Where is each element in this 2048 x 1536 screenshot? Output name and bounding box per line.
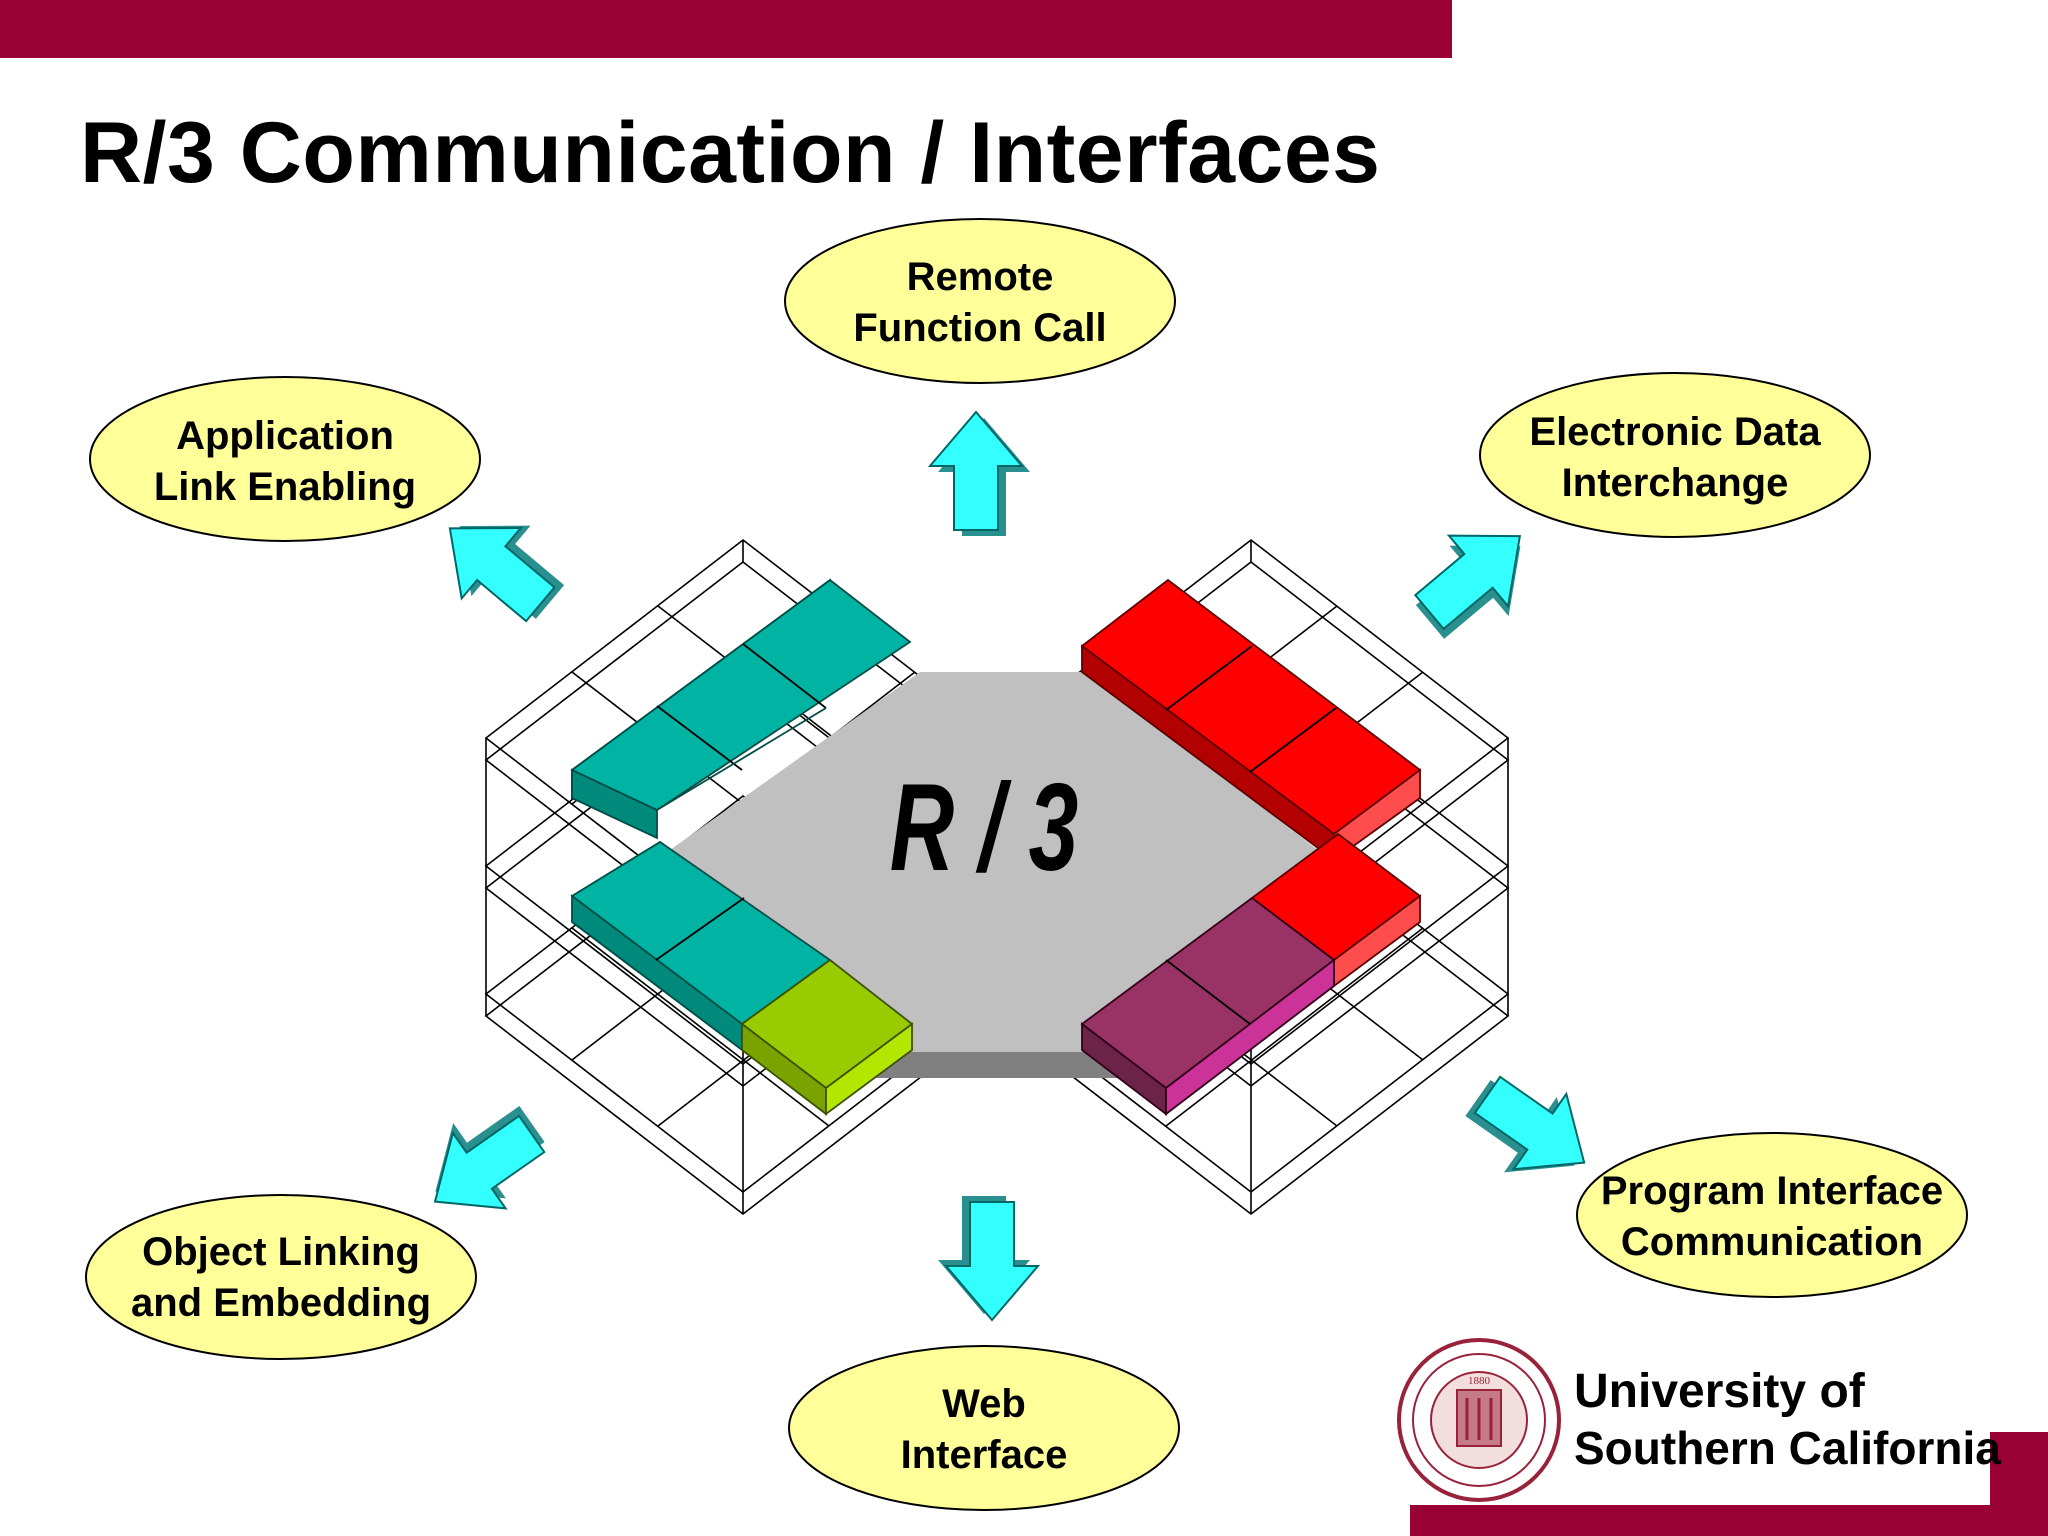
ellipse-rfc — [784, 218, 1176, 384]
usc-seal-icon: 1880 — [1397, 1338, 1561, 1502]
arrow-up-right-icon — [1394, 499, 1556, 659]
top-brand-bar — [0, 0, 1452, 58]
ellipse-web — [788, 1345, 1180, 1511]
ellipse-ole — [85, 1194, 477, 1360]
usc-wordmark-line2: Southern California — [1574, 1422, 2001, 1474]
label-rfc: Remote Function Call — [780, 252, 1180, 354]
label-pic-line2: Communication — [1620, 1220, 1924, 1264]
slide-title: R/3 Communication / Interfaces — [80, 105, 1381, 201]
label-edi: Electronic Data Interchange — [1475, 407, 1875, 509]
usc-wordmark-line1: University of — [1574, 1365, 1865, 1418]
label-ole: Object Linking and Embedding — [81, 1227, 481, 1329]
label-ole-line2: and Embedding — [131, 1281, 431, 1325]
label-ole-line1: Object Linking — [142, 1230, 420, 1274]
label-ale: Application Link Enabling — [85, 411, 485, 513]
label-rfc-line2: Function Call — [853, 306, 1107, 350]
usc-seal-year: 1880 — [1468, 1375, 1491, 1387]
arrow-up-icon — [929, 411, 1031, 537]
purple-block — [1080, 896, 1336, 1116]
ellipse-pic — [1576, 1132, 1968, 1298]
label-edi-line2: Interchange — [1561, 461, 1789, 505]
ellipse-ale — [89, 376, 481, 542]
ellipse-edi — [1479, 372, 1871, 538]
arrow-down-icon — [937, 1195, 1039, 1321]
center-plate-shadow — [850, 1052, 1140, 1078]
label-web-line2: Interface — [900, 1433, 1068, 1477]
center-plate — [670, 672, 1318, 1052]
label-ale-line2: Link Enabling — [153, 465, 417, 509]
bottom-brand-corner — [1990, 1432, 2048, 1536]
center-r3-label: R / 3 — [890, 758, 1079, 897]
label-edi-line1: Electronic Data — [1529, 410, 1821, 454]
label-pic-line1: Program Interface — [1600, 1169, 1944, 1213]
label-ale-line1: Application — [176, 414, 394, 458]
label-rfc-line1: Remote — [906, 255, 1054, 299]
usc-wordmark: University of Southern California — [1574, 1364, 2001, 1476]
green-block — [740, 958, 914, 1116]
label-web-line1: Web — [942, 1382, 1026, 1426]
arrow-down-left-icon — [403, 1085, 564, 1241]
label-web: Web Interface — [784, 1379, 1184, 1481]
bottom-brand-bar — [1410, 1505, 2048, 1536]
label-pic: Program Interface Communication — [1572, 1166, 1972, 1268]
teal-block-upper — [570, 578, 912, 840]
